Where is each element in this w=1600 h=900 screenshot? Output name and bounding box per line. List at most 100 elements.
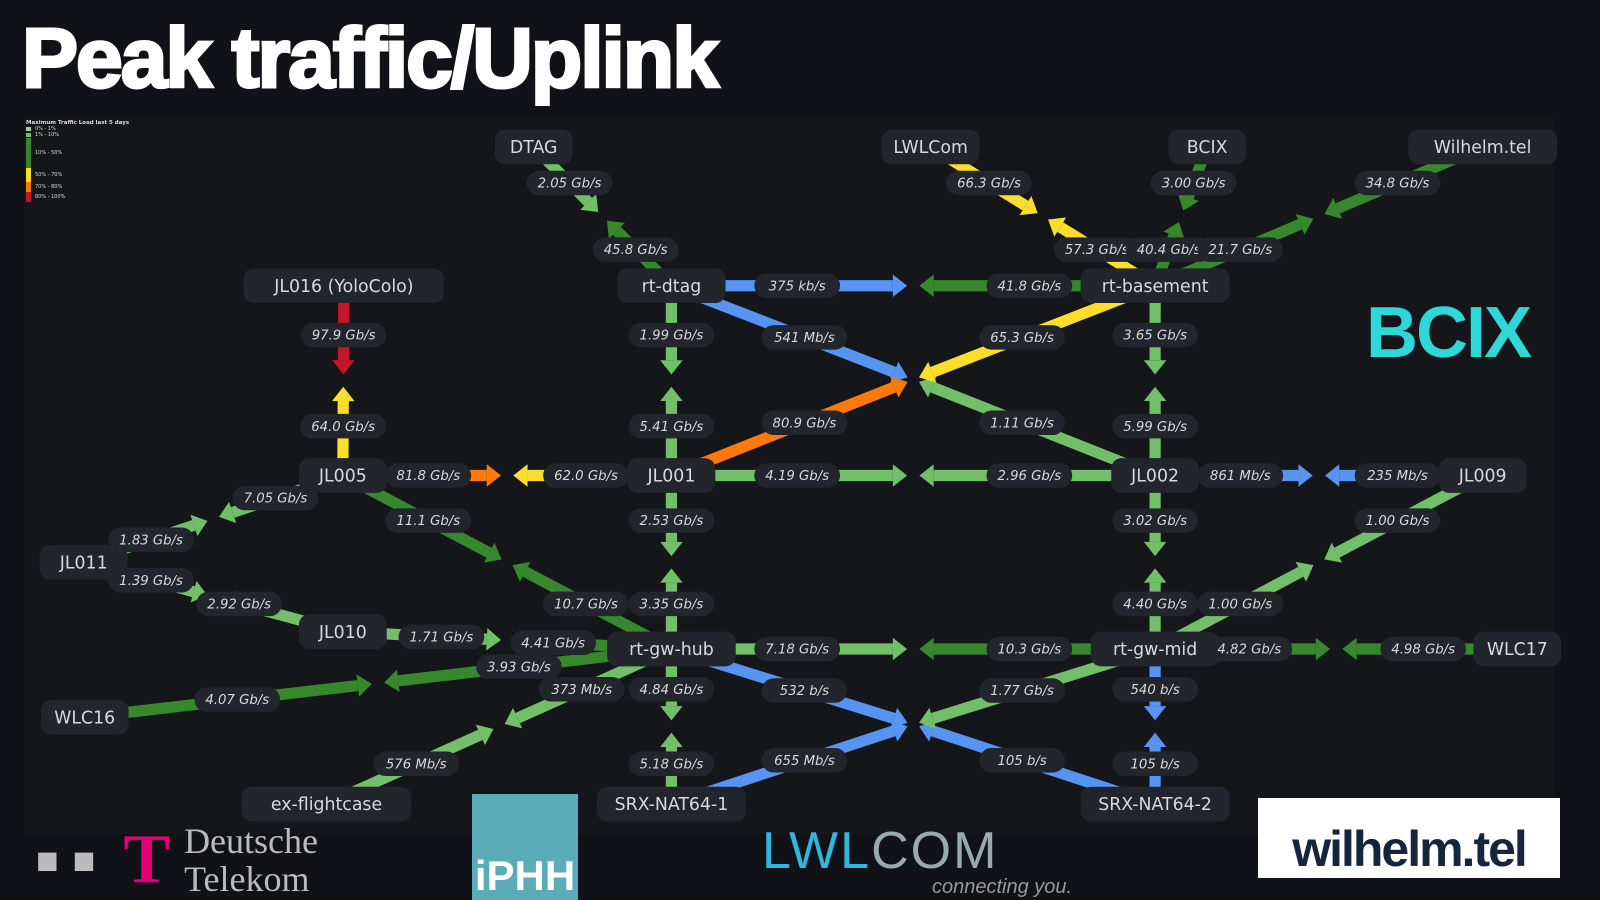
node-srx2[interactable]: SRX-NAT64-2 — [1080, 786, 1230, 822]
node-bcix[interactable]: BCIX — [1168, 129, 1246, 165]
traffic-value: 1.11 Gb/s — [990, 416, 1054, 431]
dt-line2: Telekom — [184, 859, 310, 899]
traffic-value: 3.35 Gb/s — [640, 597, 704, 612]
node-wlc17[interactable]: WLC17 — [1473, 631, 1562, 667]
arrow-head — [892, 637, 908, 661]
node-jl009[interactable]: JL009 — [1438, 458, 1527, 493]
traffic-value: 4.82 Gb/s — [1217, 643, 1281, 658]
legend-swatch — [26, 182, 31, 192]
node-jl001[interactable]: JL001 — [627, 458, 716, 493]
node-mid[interactable]: rt-gw-mid — [1090, 631, 1220, 667]
legend-item: 1% - 10% — [26, 132, 129, 138]
node-jl002[interactable]: JL002 — [1111, 458, 1199, 493]
node-label: SRX-NAT64-1 — [615, 795, 729, 815]
traffic-value: 1.39 Gb/s — [119, 574, 183, 589]
traffic-value: 62.0 Gb/s — [554, 469, 618, 484]
arrow-head — [660, 541, 683, 557]
node-jl011[interactable]: JL011 — [39, 544, 128, 580]
traffic-value: 7.18 Gb/s — [765, 643, 829, 658]
traffic-label: 2.96 Gb/s — [986, 463, 1073, 488]
traffic-label: 2.92 Gb/s — [196, 591, 283, 617]
node-hub[interactable]: rt-gw-hub — [607, 631, 736, 667]
traffic-label: 5.41 Gb/s — [628, 413, 715, 439]
arrow-head — [486, 464, 502, 487]
traffic-label: 7.18 Gb/s — [754, 636, 841, 662]
traffic-value: 4.40 Gb/s — [1123, 597, 1187, 612]
traffic-value: 541 Mb/s — [774, 331, 835, 346]
arrow-head — [918, 376, 937, 398]
arrow-head — [1324, 198, 1343, 219]
com-part: COM — [871, 822, 999, 880]
traffic-label: 2.53 Gb/s — [628, 508, 715, 533]
traffic-label: 3.02 Gb/s — [1112, 508, 1198, 533]
arrow-head — [332, 386, 355, 402]
node-jl010[interactable]: JL010 — [298, 614, 387, 649]
arrow-head — [1019, 196, 1038, 216]
traffic-value: 4.41 Gb/s — [521, 636, 585, 651]
arrow-head — [1143, 360, 1167, 375]
arrow-head — [890, 720, 908, 742]
traffic-value: 540 b/s — [1130, 683, 1179, 698]
wilhelm-tel-logo: wilhelm.tel — [1258, 798, 1560, 878]
traffic-value: 373 Mb/s — [551, 683, 612, 698]
traffic-label: 45.8 Gb/s — [592, 237, 679, 262]
traffic-label: 1.77 Gb/s — [979, 678, 1065, 703]
node-jl016[interactable]: JL016 (YoloColo) — [243, 268, 444, 304]
traffic-label: 64.0 Gb/s — [300, 413, 386, 439]
node-lwlcom[interactable]: LWLCom — [881, 129, 980, 165]
traffic-label: 1.71 Gb/s — [398, 624, 485, 650]
iphh-logo: iPHH — [472, 794, 578, 900]
traffic-label: 4.98 Gb/s — [1380, 636, 1467, 662]
traffic-legend: Maximum Traffic Load last 5 days 0% - 1%… — [26, 120, 129, 202]
traffic-value: 655 Mb/s — [774, 754, 835, 769]
arrow-head — [660, 386, 683, 402]
arrow-head — [660, 732, 683, 747]
traffic-value: 41.8 Gb/s — [997, 279, 1061, 294]
arrow-head — [919, 707, 937, 730]
arrow-head — [384, 669, 400, 692]
traffic-value: 4.98 Gb/s — [1391, 643, 1455, 658]
node-jl005[interactable]: JL005 — [298, 458, 387, 493]
arrow-head — [190, 514, 208, 536]
traffic-label: 3.00 Gb/s — [1150, 170, 1237, 196]
traffic-value: 1.71 Gb/s — [410, 630, 474, 645]
traffic-value: 1.00 Gb/s — [1366, 514, 1430, 529]
legend-label: 50% - 70% — [35, 172, 63, 178]
arrow-head — [1143, 386, 1167, 402]
node-rtdtag[interactable]: rt-dtag — [617, 268, 726, 304]
node-srx1[interactable]: SRX-NAT64-1 — [596, 786, 746, 822]
traffic-value: 10.3 Gb/s — [997, 643, 1061, 658]
traffic-value: 1.83 Gb/s — [119, 533, 183, 548]
node-wlc16[interactable]: WLC16 — [40, 700, 129, 735]
traffic-label: 66.3 Gb/s — [946, 170, 1032, 196]
node-label: WLC16 — [54, 708, 115, 728]
node-flight[interactable]: ex-flightcase — [241, 786, 412, 822]
traffic-label: 373 Mb/s — [538, 677, 625, 702]
node-dtag[interactable]: DTAG — [494, 129, 573, 165]
arrow-head — [356, 674, 372, 697]
traffic-label: 655 Mb/s — [761, 748, 848, 773]
traffic-label: 3.93 Gb/s — [476, 654, 562, 679]
node-rtbase[interactable]: rt-basement — [1080, 268, 1230, 304]
arrow-head — [1342, 637, 1357, 661]
lwlcom-logo: LWLCOM connecting you. — [762, 825, 1072, 899]
arrow-head — [890, 376, 908, 398]
arrow-head — [1143, 706, 1167, 721]
traffic-value: 5.99 Gb/s — [1123, 420, 1187, 435]
traffic-label: 4.84 Gb/s — [628, 677, 715, 702]
node-wilhelm[interactable]: Wilhelm.tel — [1408, 129, 1558, 165]
traffic-value: 45.8 Gb/s — [604, 243, 668, 258]
node-label: JL005 — [318, 467, 367, 487]
arrow-head — [660, 360, 683, 375]
node-label: Wilhelm.tel — [1434, 138, 1532, 158]
arrow-head — [919, 274, 934, 297]
traffic-value: 2.05 Gb/s — [538, 177, 602, 192]
traffic-label: 40.4 Gb/s — [1125, 237, 1212, 262]
page-title: Peak traffic/Uplink — [21, 10, 721, 107]
traffic-value: 2.53 Gb/s — [640, 514, 704, 529]
traffic-label: 1.83 Gb/s — [108, 527, 194, 552]
traffic-label: 4.82 Gb/s — [1206, 636, 1293, 662]
dt-line1: Deutsche — [184, 821, 319, 861]
